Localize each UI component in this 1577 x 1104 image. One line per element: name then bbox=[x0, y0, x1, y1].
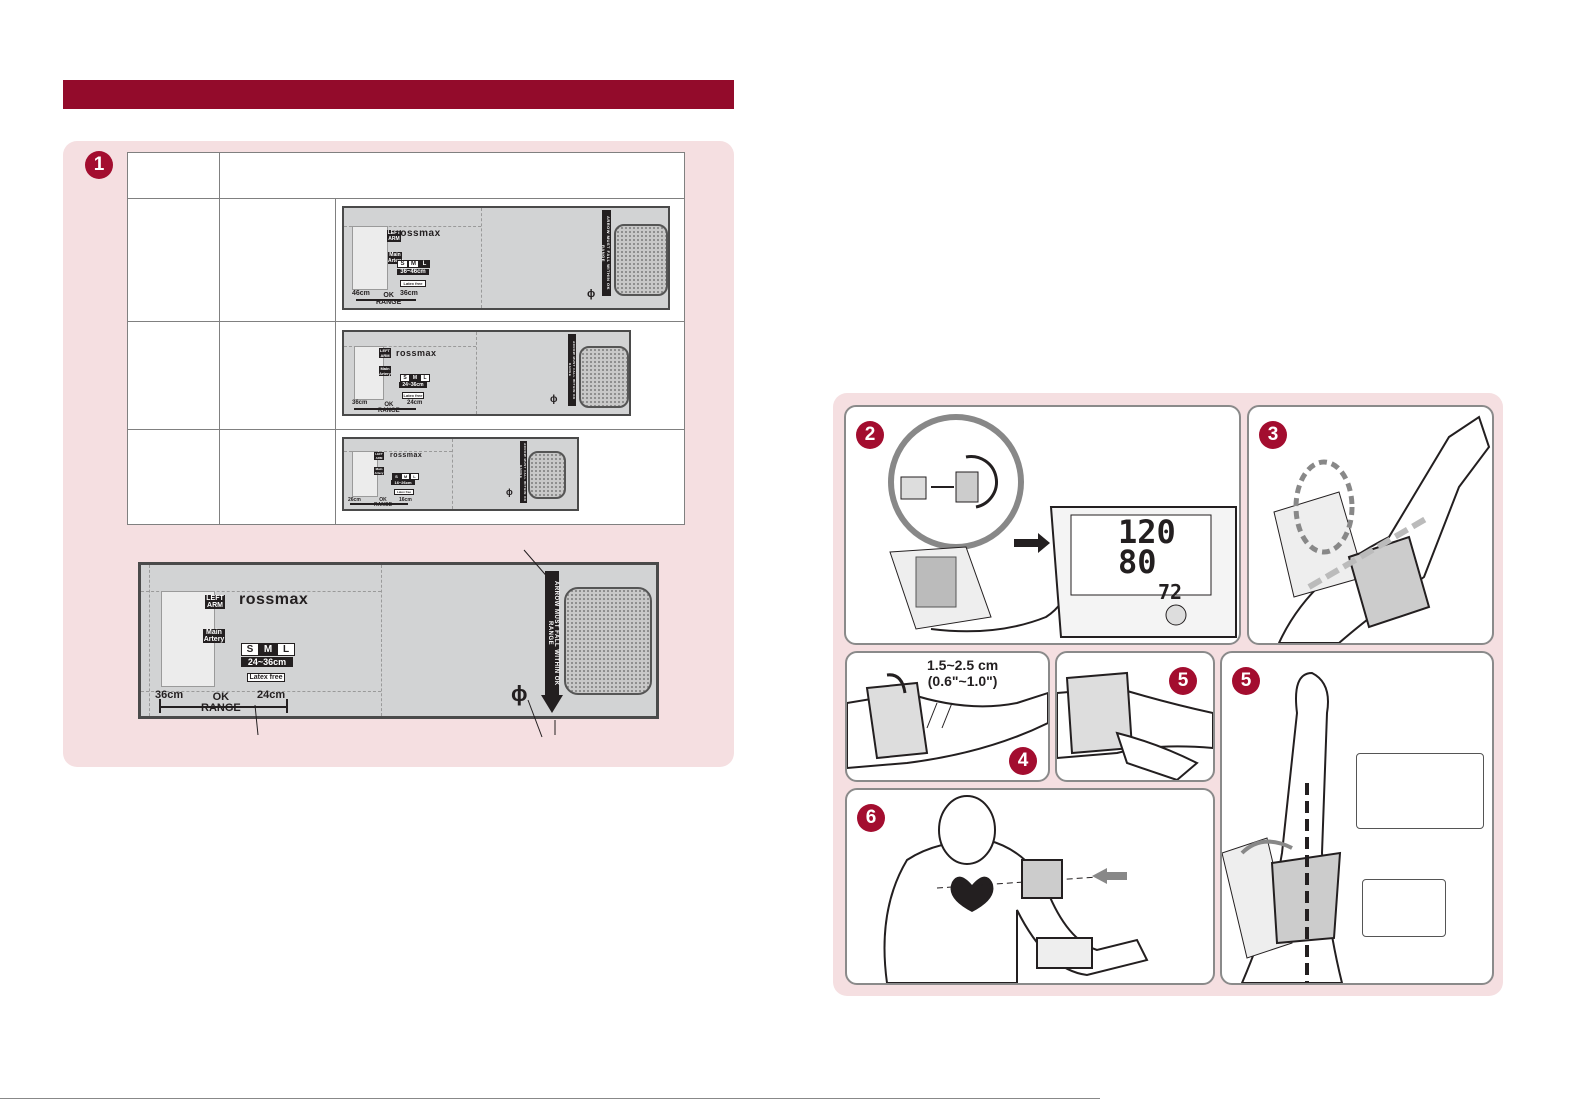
table-cell bbox=[128, 430, 220, 525]
range-min-label: 46cm bbox=[352, 290, 370, 297]
range-max-label: 24cm bbox=[407, 400, 422, 406]
brand-logo: rossmax bbox=[396, 348, 437, 358]
table-cell bbox=[128, 199, 220, 322]
figure-step-4: 4 1.5~2.5 cm (0.6"~1.0") bbox=[845, 651, 1050, 782]
phi-symbol: ϕ bbox=[587, 288, 595, 300]
latex-free-label: Latex free bbox=[402, 392, 424, 399]
leader-lines bbox=[230, 545, 560, 745]
phi-symbol: ϕ bbox=[506, 487, 513, 497]
phi-symbol: ϕ bbox=[550, 394, 558, 405]
table-header-cell bbox=[128, 153, 220, 199]
figure-step-2: 2 120 80 72 bbox=[844, 405, 1241, 645]
monitor-display: 120 80 72 bbox=[1118, 517, 1182, 607]
page-footer-line bbox=[0, 1098, 1100, 1099]
velcro-pad bbox=[564, 587, 652, 695]
seated-measurement-illustration-icon bbox=[847, 790, 1213, 983]
left-arm-tag: LEFT ARM bbox=[379, 348, 391, 358]
range-max-label: 36cm bbox=[400, 290, 418, 297]
size-range-label: 16~26cm bbox=[391, 480, 415, 485]
figure-step-3: 3 bbox=[1247, 405, 1494, 645]
figure-step-5a: 5 bbox=[1055, 651, 1215, 782]
table-cell bbox=[220, 199, 336, 322]
velcro-pad bbox=[579, 346, 629, 408]
main-artery-tag: Main Artery bbox=[203, 629, 225, 643]
latex-free-label: Latex free bbox=[400, 280, 426, 287]
brand-logo: rossmax bbox=[396, 228, 441, 239]
table-cell bbox=[220, 430, 336, 525]
step-1-badge: 1 bbox=[85, 151, 113, 179]
figure-step-5b: 5 bbox=[1220, 651, 1494, 985]
size-range-label: 24~36cm bbox=[399, 382, 427, 388]
hand-fastening-cuff-illustration-icon bbox=[1057, 653, 1213, 780]
arrow-indicator: ARROW MUST FALL WITHIN OK RANGE bbox=[568, 334, 576, 406]
velcro-pad bbox=[614, 224, 668, 296]
section-header-bar bbox=[63, 80, 734, 109]
left-arm-tag: LEFT ARM bbox=[374, 452, 384, 460]
left-arm-tag: LEFT ARM bbox=[205, 595, 225, 609]
brand-logo: rossmax bbox=[390, 452, 422, 459]
arrow-indicator: ARROW MUST FALL WITHIN OK RANGE bbox=[520, 441, 527, 503]
arm-illustration-icon bbox=[352, 226, 388, 290]
table-cell bbox=[128, 322, 220, 430]
arm-cuff-illustration-icon bbox=[1249, 407, 1492, 643]
arrow-indicator: ARROW MUST FALL WITHIN OK RANGE bbox=[602, 210, 611, 296]
callout-box-top bbox=[1356, 753, 1484, 829]
velcro-pad bbox=[528, 451, 566, 499]
figure-step-6: 6 bbox=[845, 788, 1215, 985]
main-artery-tag: Main Artery bbox=[374, 467, 384, 475]
elbow-distance-illustration-icon bbox=[847, 653, 1048, 780]
table-cell bbox=[220, 322, 336, 430]
table-header-cell bbox=[220, 153, 685, 199]
main-artery-tag: Main Artery bbox=[379, 366, 391, 376]
range-min-label: 36cm bbox=[352, 400, 367, 406]
size-range-label: 36~46cm bbox=[397, 269, 429, 275]
latex-free-label: Latex free bbox=[394, 489, 414, 495]
callout-box-bottom bbox=[1362, 879, 1446, 937]
